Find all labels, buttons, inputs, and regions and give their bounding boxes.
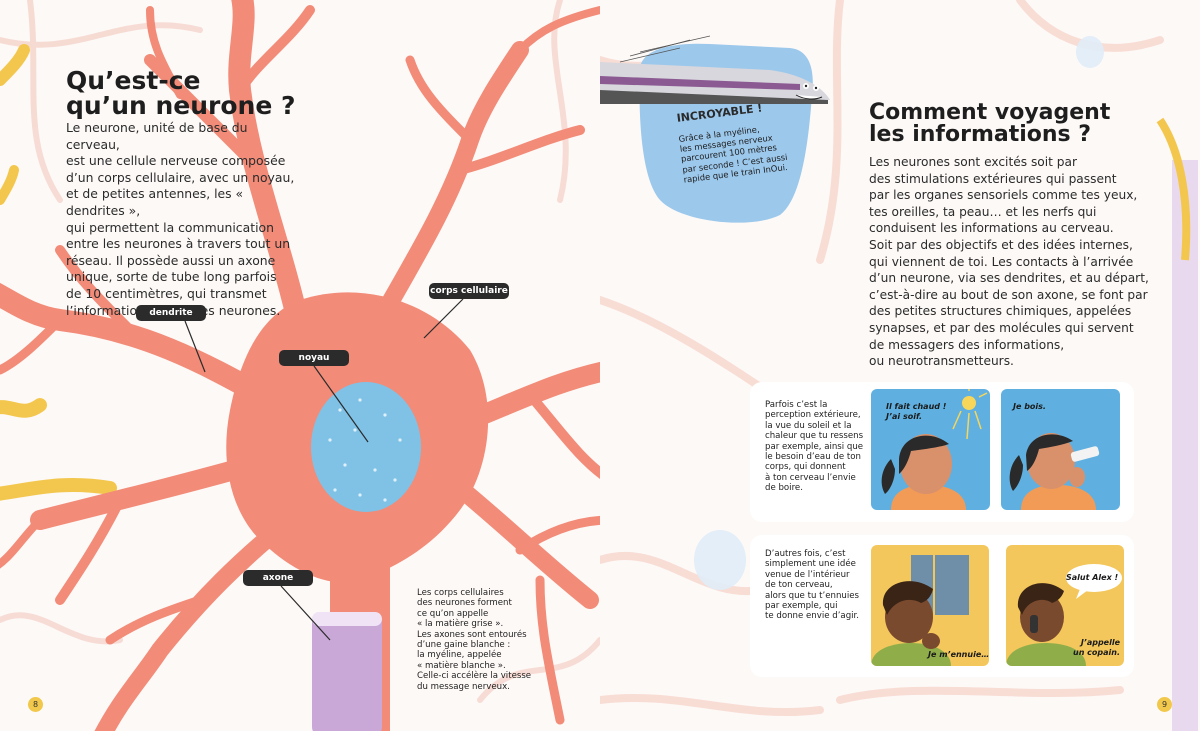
text-line: perception extérieure, bbox=[765, 410, 861, 421]
right-page: INCROYABLE ! Grâce à la myéline, les mes… bbox=[600, 0, 1200, 731]
comic1-caption: Parfois c’est la perception extérieure, … bbox=[765, 400, 865, 494]
text-line: Parfois c’est la bbox=[765, 400, 828, 410]
text-line: ce qu’on appelle bbox=[417, 608, 489, 619]
nucleus bbox=[311, 382, 421, 512]
text-line: Les corps cellulaires bbox=[417, 588, 504, 598]
text-line: Les neurones sont excités soit par bbox=[869, 155, 1078, 169]
text-line: par les organes sensoriels comme tes yeu… bbox=[869, 188, 1138, 203]
text-line: conduisent les informations au cerveau. bbox=[869, 221, 1114, 236]
text-line: D’autres fois, c’est bbox=[765, 549, 846, 559]
myelin-sheath bbox=[312, 612, 382, 731]
corps-cellulaire-label: corps cellulaire bbox=[429, 283, 509, 299]
text-line: des neurones forment bbox=[417, 598, 512, 609]
yellow-axon bbox=[0, 44, 117, 501]
text-line: venue de l’intérieur bbox=[765, 569, 850, 580]
girl-hot-illustration bbox=[881, 389, 988, 510]
noyau-label: noyau bbox=[279, 350, 349, 366]
comic1-panel2-speech: Je bois. bbox=[1013, 402, 1046, 411]
girl-drinking-illustration bbox=[1009, 433, 1100, 510]
text-line: corps, qui donnent bbox=[765, 462, 846, 473]
comic2-panel1-speech: Je m’ennuie… bbox=[928, 650, 990, 659]
text-line: de messagers des informations, bbox=[869, 337, 1065, 352]
text-line: la myéline, appelée bbox=[417, 650, 502, 661]
text-line: d’une gaine blanche : bbox=[417, 640, 511, 651]
train-illustration bbox=[600, 35, 830, 104]
title-line: Comment voyagent bbox=[869, 100, 1111, 125]
comic1-panel2 bbox=[1001, 389, 1120, 510]
title-line: qu’un neurone ? bbox=[66, 91, 296, 120]
page-number-right: 9 bbox=[1157, 697, 1172, 712]
text-line: tes oreilles, ta peau… et les nerfs qui bbox=[869, 204, 1097, 219]
page-title-left: Qu’est-ce qu’un neurone ? bbox=[66, 68, 296, 118]
text-line: te donne envie d’agir. bbox=[765, 611, 860, 622]
text-line: unique, sorte de tube long parfois bbox=[66, 269, 277, 285]
text-line: d’un neurone, via ses dendrites, et au d… bbox=[869, 271, 1149, 286]
text-line: chaleur que tu ressens bbox=[765, 431, 864, 442]
text-line: Soit par des objectifs et des idées inte… bbox=[869, 237, 1133, 252]
text-line: Le neurone, unité de base du cerveau, bbox=[66, 120, 248, 152]
text-line: entre les neurones à travers tout un bbox=[66, 236, 291, 252]
comic1-panel1-speech: Il fait chaud ! J’ai soif. bbox=[886, 402, 946, 422]
text-line: d’un corps cellulaire, avec un noyau, bbox=[66, 169, 295, 185]
comic2-caption: D’autres fois, c’est simplement une idée… bbox=[765, 549, 865, 622]
axone-label: axone bbox=[243, 570, 313, 586]
comic1-panel1 bbox=[871, 389, 990, 510]
boy-bored-illustration bbox=[871, 555, 969, 666]
speech-line: J’ai soif. bbox=[886, 412, 923, 421]
text-line: la vue du soleil et la bbox=[765, 420, 852, 431]
text-line: des stimulations extérieures qui passent bbox=[869, 171, 1117, 186]
speech-line: un copain. bbox=[1073, 648, 1121, 657]
text-line: est une cellule nerveuse composée bbox=[66, 153, 286, 169]
text-line: le besoin d’eau de ton bbox=[765, 452, 861, 463]
text-line: « matière blanche ». bbox=[417, 660, 506, 671]
body-paragraph: Les neurones sont excités soit par des s… bbox=[869, 154, 1169, 370]
left-page: Qu’est-ce qu’un neurone ? Le neurone, un… bbox=[0, 0, 600, 731]
speech-line: J’appelle bbox=[1080, 638, 1121, 647]
title-line: les informations ? bbox=[869, 122, 1092, 147]
text-line: simplement une idée bbox=[765, 559, 856, 570]
text-line: par exemple, qui bbox=[765, 601, 838, 612]
text-line: qui permettent la communication bbox=[66, 219, 274, 235]
text-line: des petites structures chimiques, appelé… bbox=[869, 304, 1132, 319]
matter-note: Les corps cellulaires des neurones forme… bbox=[417, 588, 547, 692]
text-line: ou neurotransmetteurs. bbox=[869, 354, 1014, 369]
text-line: de boire. bbox=[765, 483, 803, 494]
title-line: Qu’est-ce bbox=[66, 66, 201, 95]
text-line: qui viennent de toi. Les contacts à l’ar… bbox=[869, 254, 1134, 269]
neuron-illustration bbox=[0, 0, 600, 731]
text-line: et de petites antennes, les « dendrites … bbox=[66, 186, 244, 218]
text-line: par exemple, ainsi que bbox=[765, 441, 864, 452]
text-line: réseau. Il possède aussi un axone bbox=[66, 252, 276, 268]
text-line: à ton cerveau l’envie bbox=[765, 472, 856, 483]
speech-line: Il fait chaud ! bbox=[886, 402, 947, 411]
intro-paragraph: Le neurone, unité de base du cerveau, es… bbox=[66, 120, 296, 319]
text-line: de ton cerveau, bbox=[765, 580, 833, 591]
text-line: « la matière grise ». bbox=[417, 619, 504, 630]
dendrites bbox=[0, 0, 600, 731]
yellow-axon bbox=[1156, 117, 1198, 731]
text-line: alors que tu t’ennuies bbox=[765, 590, 860, 601]
comic2-panel2 bbox=[1006, 545, 1124, 666]
text-line: Celle-ci accélère la vitesse bbox=[417, 671, 532, 682]
boy-phone-illustration bbox=[1006, 564, 1122, 666]
text-line: du message nerveux. bbox=[417, 681, 510, 692]
comic2-panel1 bbox=[871, 545, 989, 666]
phone-speech-bubble: Salut Alex ! bbox=[1066, 573, 1119, 582]
comic2-panel2-speech: J’appelle un copain. bbox=[1073, 638, 1120, 658]
page-title-right: Comment voyagent les informations ? bbox=[869, 102, 1110, 146]
text-line: de 10 centimètres, qui transmet bbox=[66, 285, 267, 301]
text-line: synapses, et par des molécules qui serve… bbox=[869, 320, 1134, 335]
text-line: Les axones sont entourés bbox=[417, 629, 527, 640]
dendrite-label: dendrite bbox=[136, 305, 206, 321]
text-line: c’est-à-dire au bout de son axone, se fo… bbox=[869, 287, 1148, 302]
page-number-left: 8 bbox=[28, 697, 43, 712]
